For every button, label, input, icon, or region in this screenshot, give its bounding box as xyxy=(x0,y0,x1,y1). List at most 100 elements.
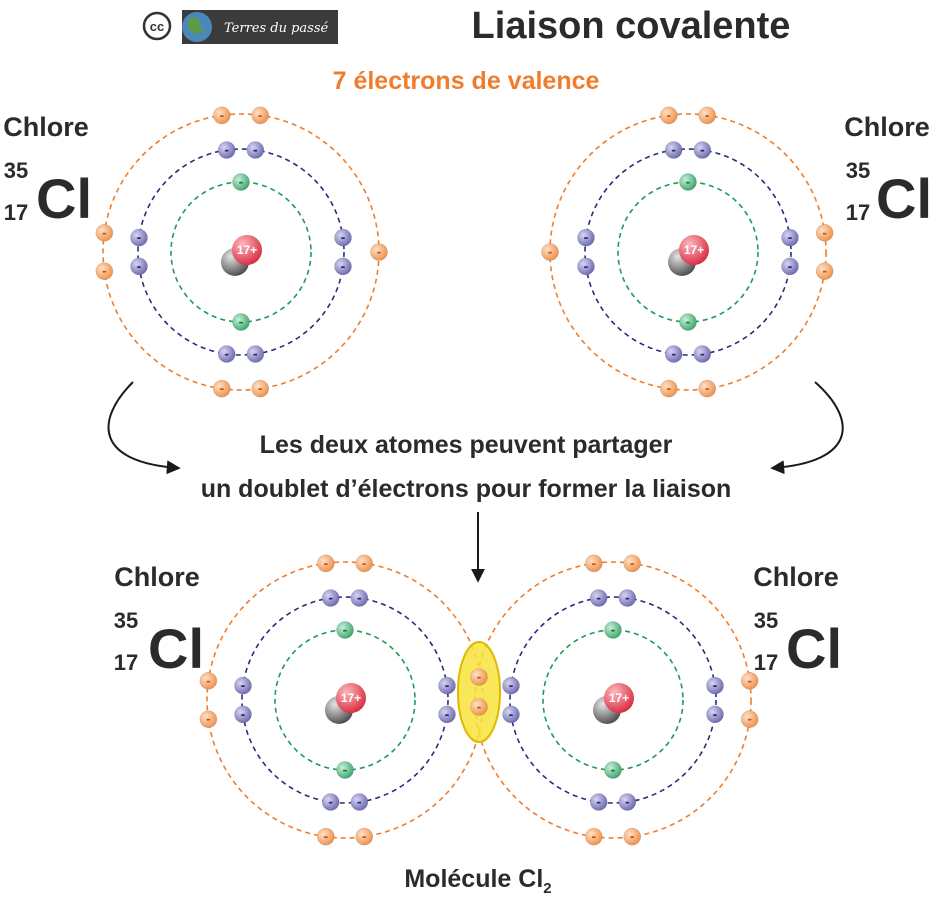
logo: cc Terres du passé xyxy=(142,10,338,44)
electron-shell-3: - xyxy=(95,262,114,281)
atomic-number: 17 xyxy=(4,200,28,225)
electron-shell-3: - xyxy=(815,262,834,281)
electron-shell-2: - xyxy=(706,676,724,695)
electron-shell-2: - xyxy=(334,228,352,247)
electron-charge-sign: - xyxy=(591,828,596,844)
electron-charge-sign: - xyxy=(596,793,601,809)
electron-shell-1: - xyxy=(336,621,354,639)
electron-shell-2: - xyxy=(217,345,236,363)
electron-shell-2: - xyxy=(589,589,608,607)
element-name: Chlore xyxy=(844,112,930,142)
electron-charge-sign: - xyxy=(705,107,710,123)
molecule-caption-subscript: 2 xyxy=(543,880,551,897)
electron-shell-2: - xyxy=(234,705,252,724)
electron-shell-2: - xyxy=(577,228,595,247)
electron-shell-2: - xyxy=(502,676,520,695)
electron-shell-2: - xyxy=(350,589,369,607)
electron-shell-2 xyxy=(241,596,449,804)
electron-shell-2 xyxy=(137,148,345,356)
electron-charge-sign: - xyxy=(822,263,827,279)
electron-charge-sign: - xyxy=(239,314,244,330)
nucleus: 17+ xyxy=(668,235,709,276)
electron-shell-2: - xyxy=(618,793,637,811)
electron-charge-sign: - xyxy=(477,669,482,685)
molecule-caption-text: Molécule Cl xyxy=(404,865,543,893)
element-label-bottom-right: Chlore 35 17 Cl xyxy=(753,562,842,680)
electron-shell-2: - xyxy=(321,589,340,607)
electron-charge-sign: - xyxy=(253,142,258,158)
electron-charge-sign: - xyxy=(224,142,229,158)
electron-charge-sign: - xyxy=(224,345,229,361)
electron-shell-3: - xyxy=(659,379,678,398)
element-name: Chlore xyxy=(114,562,200,592)
electron-shell-3: - xyxy=(199,710,218,729)
electron-shell-3: - xyxy=(623,554,642,573)
nucleus: 17+ xyxy=(325,683,366,724)
electron-charge-sign: - xyxy=(596,590,601,606)
nucleus-charge: 17+ xyxy=(609,691,629,705)
electron-shell-3: - xyxy=(251,106,270,125)
electron-charge-sign: - xyxy=(362,555,367,571)
element-name: Chlore xyxy=(753,562,839,592)
electron-shell-3: - xyxy=(815,223,834,242)
electron-charge-sign: - xyxy=(328,590,333,606)
electron-shell-2: - xyxy=(438,705,456,724)
electron-charge-sign: - xyxy=(509,677,514,693)
mass-number: 35 xyxy=(114,608,138,633)
atomic-number: 17 xyxy=(754,650,778,675)
electron-charge-sign: - xyxy=(611,622,616,638)
cc-badge-text: cc xyxy=(150,19,164,34)
electron-shell-2: - xyxy=(321,793,340,811)
explanation-line-1: Les deux atomes peuvent partager xyxy=(260,431,673,459)
electron-charge-sign: - xyxy=(584,258,589,274)
electron-shell-3: - xyxy=(740,710,759,729)
electron-shell-2: - xyxy=(618,589,637,607)
element-symbol: Cl xyxy=(786,617,842,680)
electron-charge-sign: - xyxy=(591,555,596,571)
electron-charge-sign: - xyxy=(713,677,718,693)
electron-shell-3: - xyxy=(355,554,374,573)
electron-charge-sign: - xyxy=(362,828,367,844)
electron-shell-3: - xyxy=(95,223,114,242)
electron-charge-sign: - xyxy=(258,380,263,396)
electron-shell-2: - xyxy=(577,257,595,276)
electron-shell-3: - xyxy=(316,554,335,573)
electron-shell-3: - xyxy=(740,671,759,690)
electron-charge-sign: - xyxy=(239,174,244,190)
electron-shell-3: - xyxy=(355,827,374,846)
electron-charge-sign: - xyxy=(686,314,691,330)
electron-charge-sign: - xyxy=(102,263,107,279)
atomic-number: 17 xyxy=(114,650,138,675)
shared-electron-pair: -- xyxy=(457,641,501,743)
electron-charge-sign: - xyxy=(137,258,142,274)
electron-charge-sign: - xyxy=(206,711,211,727)
electron-shell-3: - xyxy=(698,379,717,398)
electron-charge-sign: - xyxy=(341,258,346,274)
electron-charge-sign: - xyxy=(341,229,346,245)
atom-top-right: 17+----------------- xyxy=(541,106,834,398)
element-label-top-left: Chlore 35 17 Cl xyxy=(3,112,92,230)
electron-shell-2: - xyxy=(438,676,456,695)
nucleus: 17+ xyxy=(593,683,634,724)
electron-charge-sign: - xyxy=(630,828,635,844)
electron-shell-2: - xyxy=(693,345,712,363)
electron-charge-sign: - xyxy=(343,762,348,778)
electron-charge-sign: - xyxy=(686,174,691,190)
electron-shell-3: - xyxy=(584,554,603,573)
electron-charge-sign: - xyxy=(713,706,718,722)
electron-shell-2: - xyxy=(334,257,352,276)
valence-label: 7 électrons de valence xyxy=(333,67,600,95)
electron-charge-sign: - xyxy=(219,107,224,123)
shared-electron: - xyxy=(470,698,488,716)
proton xyxy=(604,683,634,713)
electron-charge-sign: - xyxy=(625,590,630,606)
electron-shell-2: - xyxy=(706,705,724,724)
atom-top-left: 17+----------------- xyxy=(95,106,388,398)
electron-charge-sign: - xyxy=(671,142,676,158)
electron-shell-3: - xyxy=(623,827,642,846)
electron-shell-3: - xyxy=(370,243,388,261)
electron-shell-3: - xyxy=(251,379,270,398)
electron-shell-2 xyxy=(509,596,717,804)
shared-electron: - xyxy=(470,668,488,686)
